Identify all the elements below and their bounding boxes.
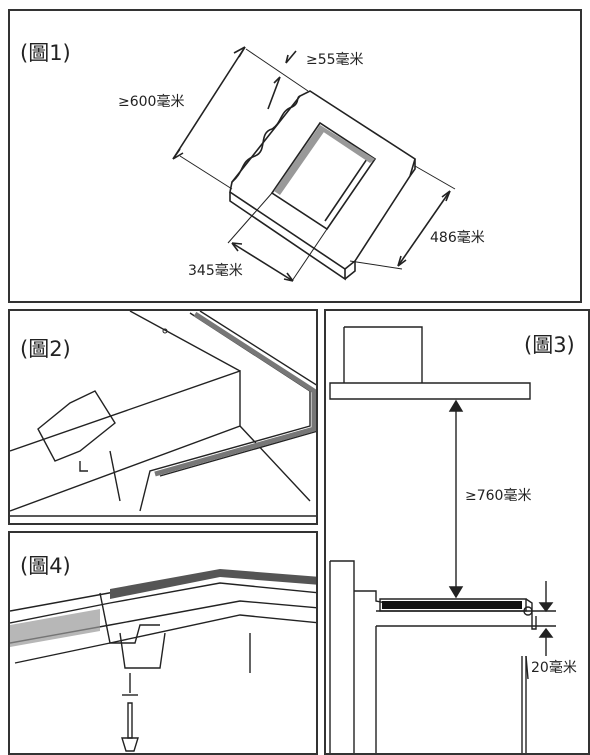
figure-3-label: (圖3): [524, 333, 575, 357]
figure-3-panel: (圖3): [324, 309, 590, 755]
figure-4-panel: (圖4): [8, 531, 318, 755]
figure-2-label: (圖2): [20, 337, 71, 361]
hob-seal-diagram: [10, 311, 316, 517]
dim-depth-label: ≥55毫米: [306, 52, 364, 68]
installation-clearance-diagram: [329, 326, 556, 753]
figure-4-label: (圖4): [20, 554, 71, 578]
figure-2-panel: (圖2): [8, 309, 318, 525]
mounting-bracket-diagram: [10, 569, 316, 752]
dim-cut-height-label: 486毫米: [430, 230, 485, 246]
countertop-cutout-diagram: [172, 46, 456, 282]
figure-1-label: (圖1): [20, 41, 71, 65]
dim-gap-label: 20毫米: [531, 660, 577, 676]
dim-hood-label: ≥760毫米: [465, 488, 532, 504]
dim-width-label: ≥600毫米: [118, 94, 185, 110]
dim-cut-width-label: 345毫米: [188, 263, 243, 279]
figure-1-panel: (圖1): [8, 9, 582, 303]
